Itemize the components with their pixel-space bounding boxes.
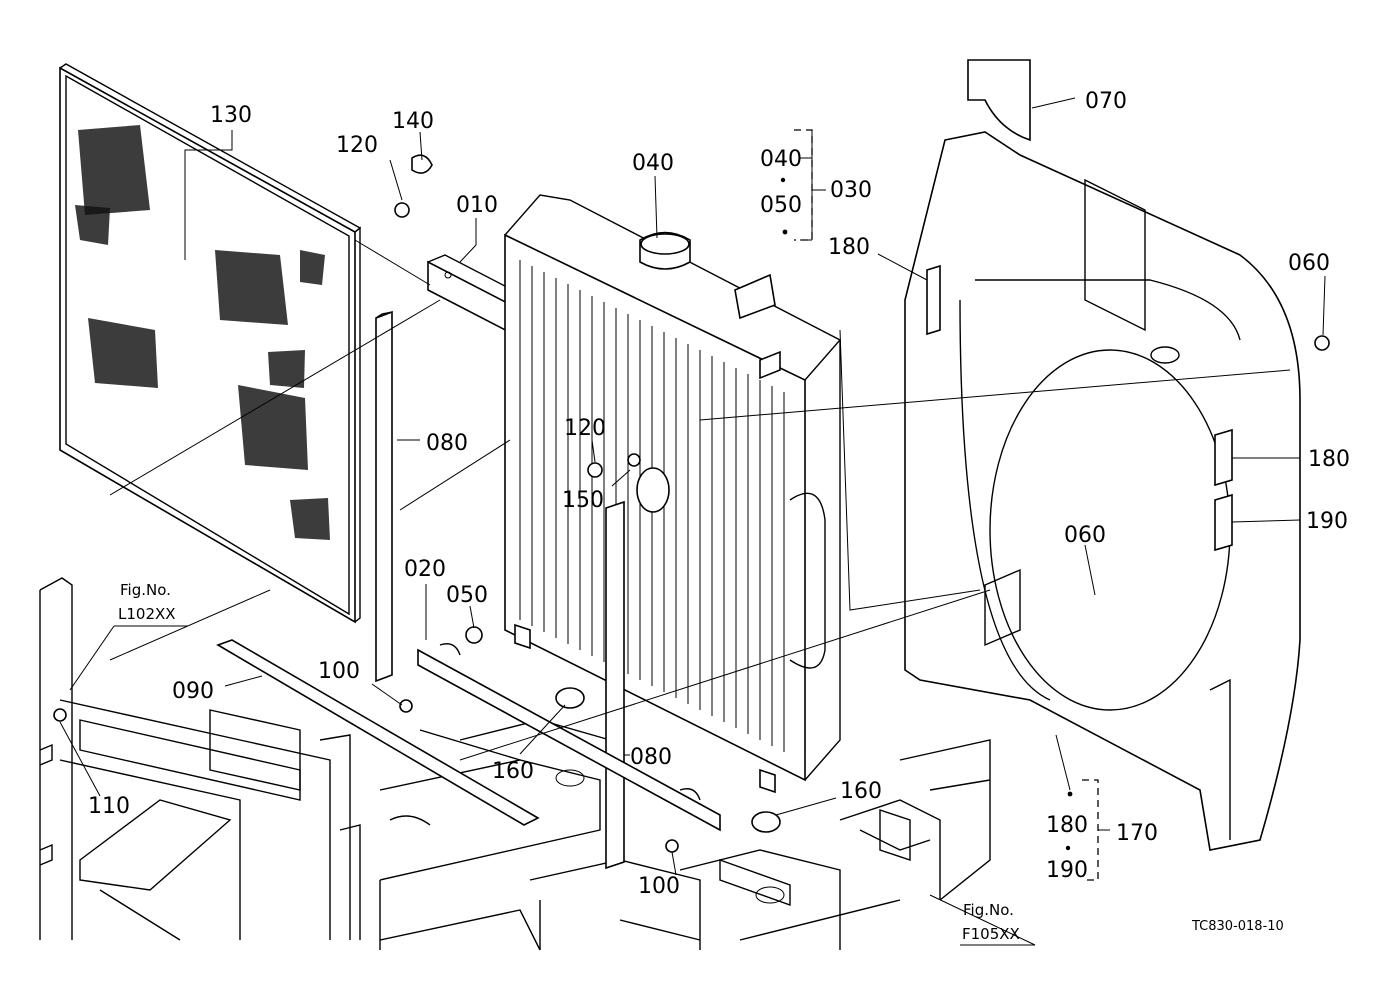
bolt-060-a	[1314, 335, 1330, 351]
callout-040-sub: 040	[760, 147, 802, 172]
callout-090: 090	[172, 679, 214, 704]
fig-ref-f-code: F105XX	[962, 925, 1020, 943]
callout-120-b: 120	[564, 416, 606, 441]
seal-strips	[216, 310, 625, 870]
callout-160-a: 160	[492, 759, 534, 784]
callout-130: 130	[210, 103, 252, 128]
cover-070	[967, 59, 1031, 142]
group-dot-170	[1065, 845, 1071, 851]
figure-references: Fig.No. L102XX Fig.No. F105XX	[118, 581, 1020, 943]
callout-070: 070	[1085, 89, 1127, 114]
fan-shroud	[904, 59, 1301, 851]
callout-060-a: 060	[1288, 251, 1330, 276]
mesh-pattern	[75, 125, 330, 540]
callout-180-sub: 180	[1046, 813, 1088, 838]
callout-060-b: 060	[1064, 523, 1106, 548]
callout-110: 110	[88, 794, 130, 819]
plug-050	[465, 626, 483, 644]
fasteners	[53, 154, 1330, 853]
cushion-160-b	[751, 811, 781, 833]
callout-040: 040	[632, 151, 674, 176]
clamp-150	[627, 453, 641, 467]
callout-190-sub: 190	[1046, 858, 1088, 883]
callout-190: 190	[1306, 509, 1348, 534]
callout-100-a: 100	[318, 659, 360, 684]
callout-180-b: 180	[1308, 447, 1350, 472]
fig-ref-f-title: Fig.No.	[963, 901, 1014, 919]
leader-lines	[59, 97, 1326, 946]
label-180-b	[1214, 428, 1233, 487]
callout-140: 140	[392, 109, 434, 134]
callout-150: 150	[562, 488, 604, 513]
callout-100-b: 100	[638, 874, 680, 899]
cushion-160-a	[555, 687, 585, 709]
radiator-core	[519, 260, 785, 752]
callout-120-a: 120	[336, 133, 378, 158]
callout-080-b: 080	[630, 745, 672, 770]
chassis-frame	[39, 577, 991, 951]
drawing-code: TC830-018-10	[1191, 919, 1284, 934]
bolt-120-b	[587, 462, 603, 478]
label-190	[1214, 493, 1233, 552]
bolt-100-b	[665, 839, 679, 853]
clamp-140	[411, 154, 433, 174]
bolt-120-a	[394, 202, 410, 218]
callout-050-sub: 050	[760, 193, 802, 218]
callout-160-b: 160	[840, 779, 882, 804]
bolt-110	[53, 708, 67, 722]
fig-ref-l-code: L102XX	[118, 605, 176, 623]
label-180-a	[926, 264, 941, 336]
callout-180-a: 180	[828, 235, 870, 260]
callout-050: 050	[446, 583, 488, 608]
callout-030: 030	[830, 178, 872, 203]
group-dot-030	[780, 177, 786, 183]
lower-bracket	[417, 643, 721, 832]
callout-010: 010	[456, 193, 498, 218]
fig-ref-l-title: Fig.No.	[120, 581, 171, 599]
screen-panel	[59, 63, 362, 624]
radiator	[504, 194, 842, 794]
callout-080-a: 080	[426, 431, 468, 456]
callout-170: 170	[1116, 821, 1158, 846]
callout-020: 020	[404, 557, 446, 582]
bolt-100-a	[399, 699, 413, 713]
callout-labels: 010 020 030 040 040 050 050 060 060 070 …	[88, 89, 1350, 899]
